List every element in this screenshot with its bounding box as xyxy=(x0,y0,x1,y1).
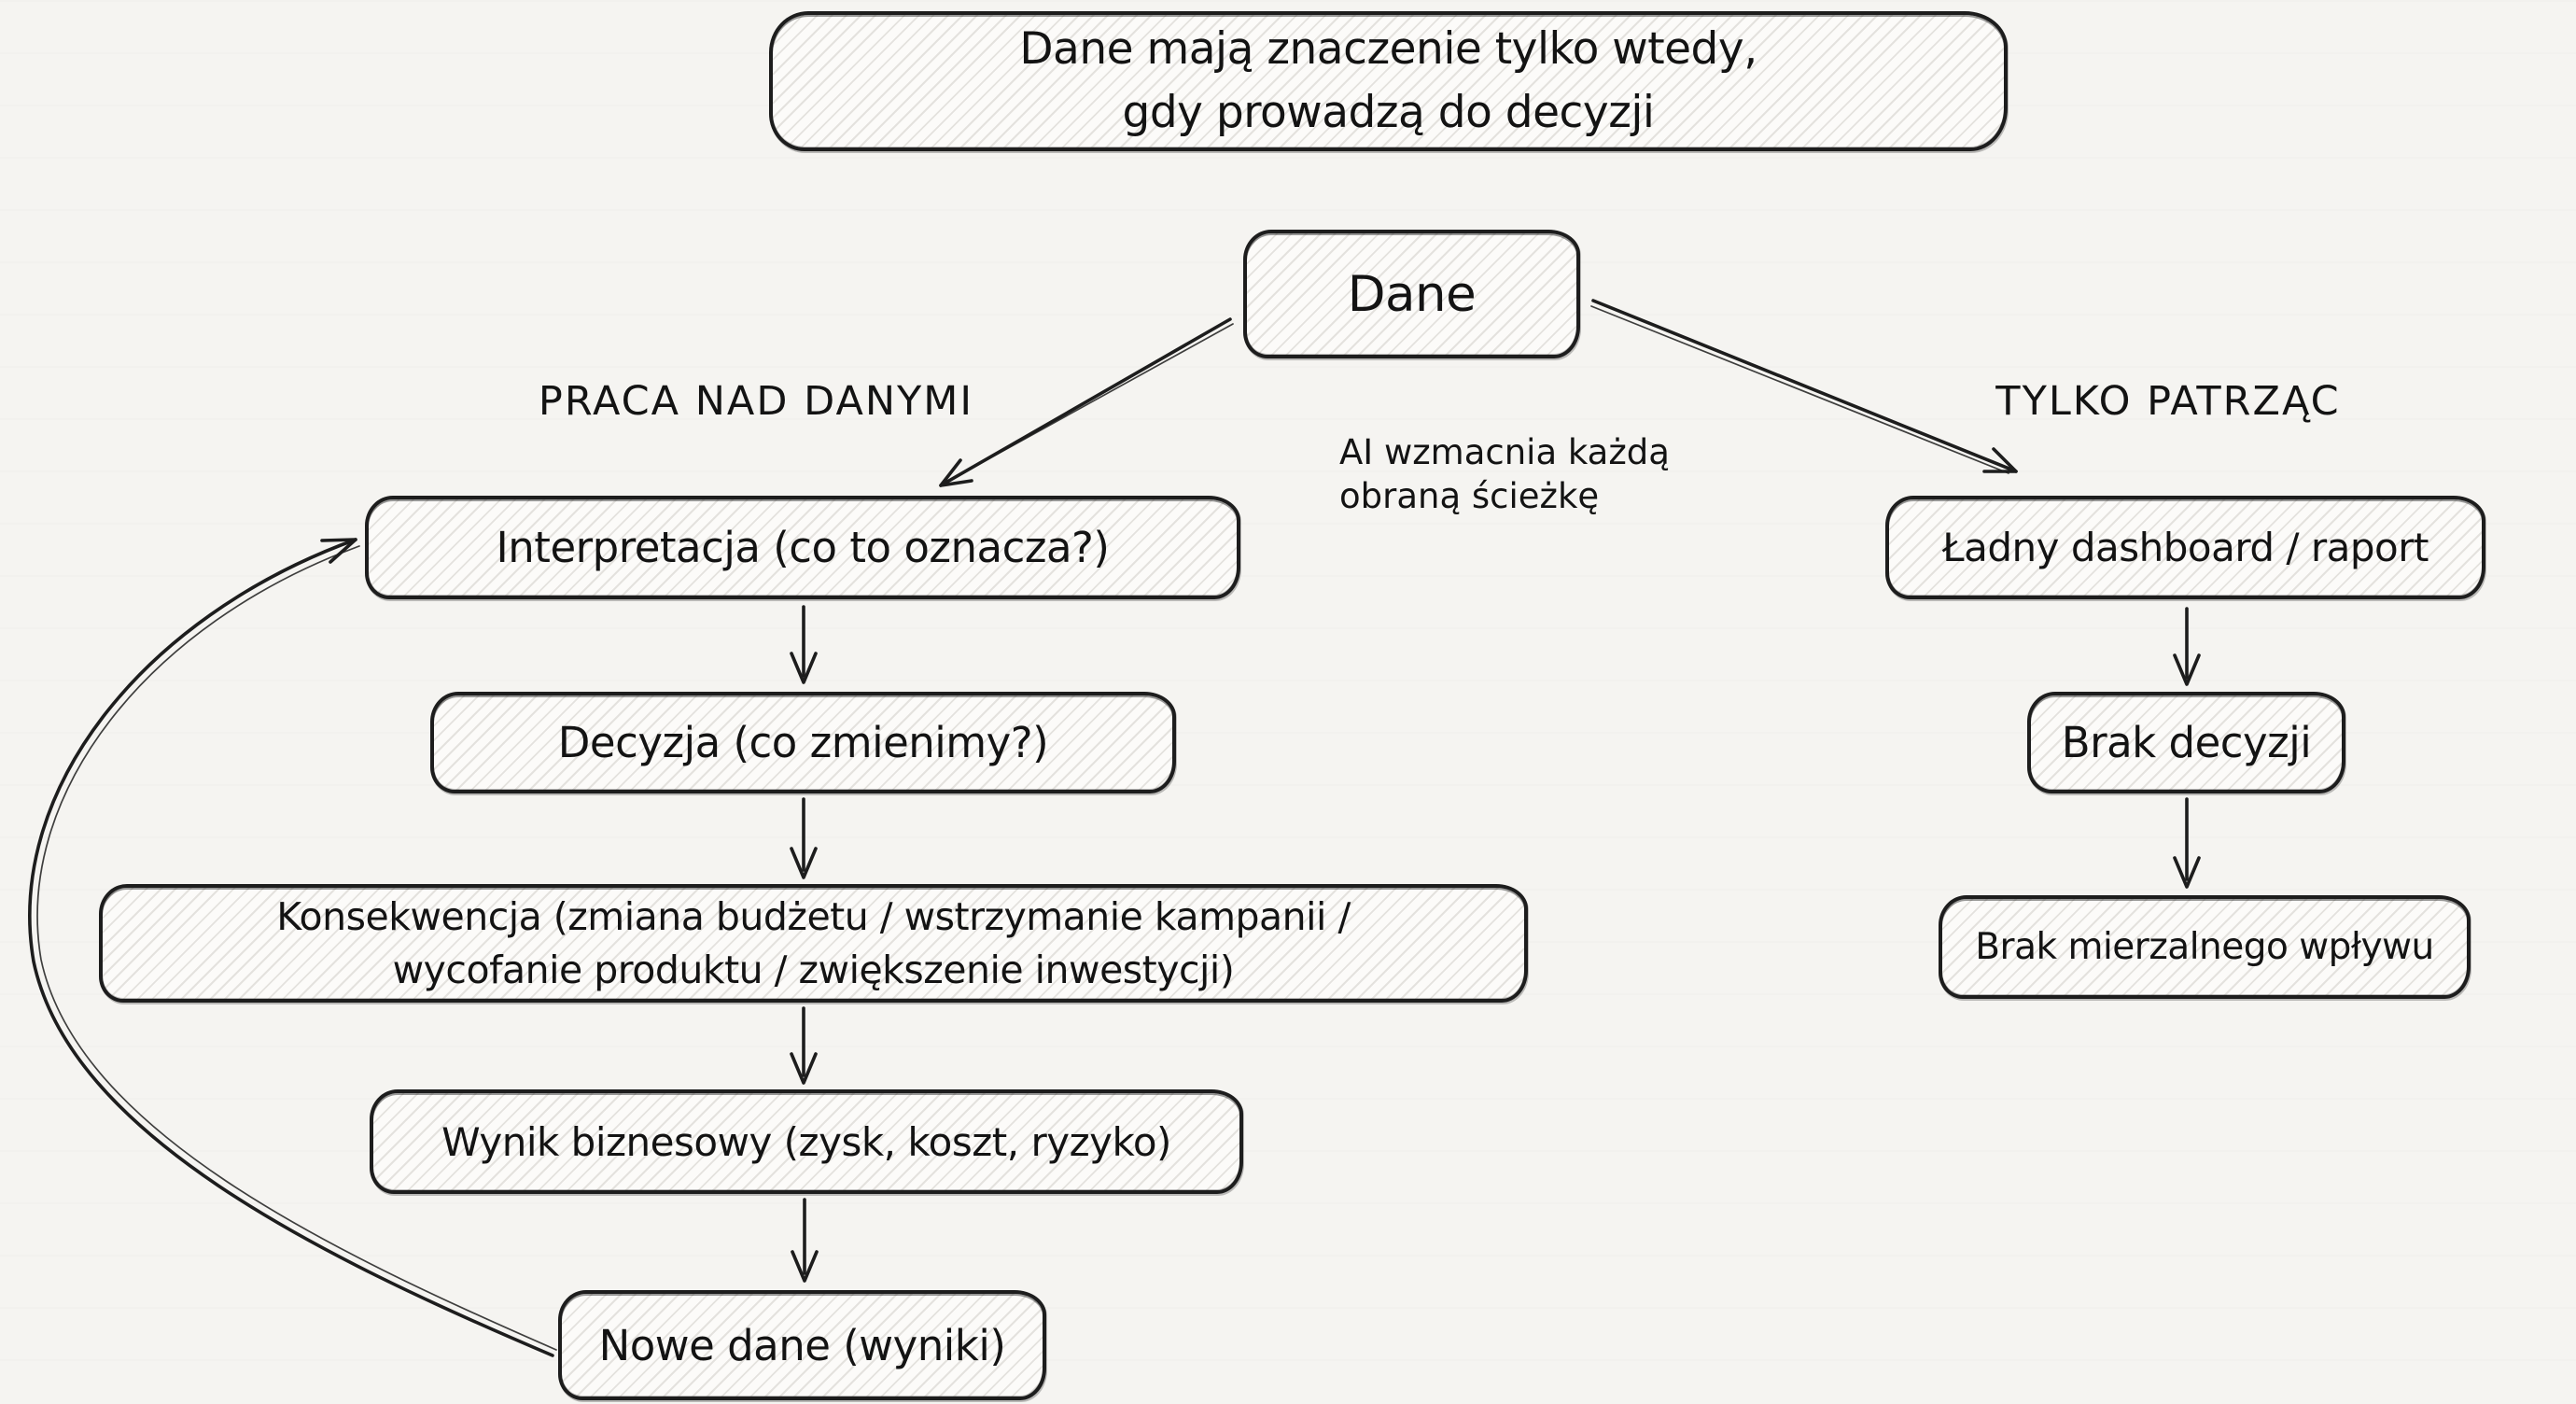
node-interpretacja: Interpretacja (co to oznacza?) xyxy=(365,496,1240,599)
node-nowe-dane-label: Nowe dane (wyniki) xyxy=(598,1320,1006,1370)
node-konsekwencja-label: Konsekwencja (zmiana budżetu / wstrzyman… xyxy=(276,893,1351,992)
branch-label-praca-nad-danymi: PRACA NAD DANYMI xyxy=(538,378,974,425)
arrow-wynik-to-nowe-dane xyxy=(791,1198,819,1283)
node-nowe-dane: Nowe dane (wyniki) xyxy=(558,1290,1046,1400)
node-ladny-dashboard-label: Ładny dashboard / raport xyxy=(1942,525,2429,570)
arrow-konsekwencja-to-wynik xyxy=(790,1006,818,1085)
node-brak-mierzalnego-wplywu: Brak mierzalnego wpływu xyxy=(1939,895,2471,999)
node-dane-label: Dane xyxy=(1347,265,1477,323)
node-title: Dane mają znaczenie tylko wtedy, gdy pro… xyxy=(769,11,2008,151)
node-decyzja: Decyzja (co zmienimy?) xyxy=(430,692,1176,793)
arrow-nowe-dane-to-interpretacja xyxy=(28,538,557,1357)
node-wynik-biznesowy: Wynik biznesowy (zysk, koszt, ryzyko) xyxy=(370,1089,1243,1194)
node-ladny-dashboard: Ładny dashboard / raport xyxy=(1885,496,2485,599)
node-decyzja-label: Decyzja (co zmienimy?) xyxy=(557,718,1049,767)
node-dane: Dane xyxy=(1243,230,1580,358)
arrow-dashboard-to-brak-decyzji xyxy=(2173,607,2201,686)
branch-label-tylko-patrzac: TYLKO PATRZĄC xyxy=(1995,378,2341,425)
node-title-label: Dane mają znaczenie tylko wtedy, gdy pro… xyxy=(1019,22,1757,138)
node-brak-decyzji-label: Brak decyzji xyxy=(2061,718,2312,767)
arrow-interpretacja-to-decyzja xyxy=(790,605,818,684)
node-brak-mierzalnego-wplywu-label: Brak mierzalnego wpływu xyxy=(1975,926,2434,968)
node-wynik-biznesowy-label: Wynik biznesowy (zysk, koszt, ryzyko) xyxy=(441,1118,1171,1165)
annotation-ai: AI wzmacnia każdą obraną ścieżkę xyxy=(1339,432,1670,516)
arrow-brak-decyzji-to-brak-wplywu xyxy=(2173,797,2201,889)
arrow-decyzja-to-konsekwencja xyxy=(790,797,818,879)
arrow-dane-to-interpretacja xyxy=(939,317,1234,487)
node-interpretacja-label: Interpretacja (co to oznacza?) xyxy=(496,523,1110,572)
node-konsekwencja: Konsekwencja (zmiana budżetu / wstrzyman… xyxy=(99,884,1528,1003)
node-brak-decyzji: Brak decyzji xyxy=(2027,692,2345,793)
arrow-dane-to-dashboard xyxy=(1590,299,2018,474)
